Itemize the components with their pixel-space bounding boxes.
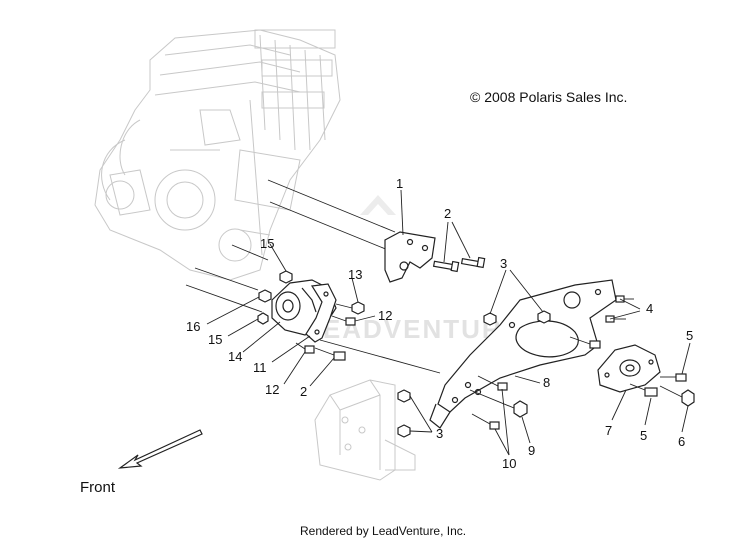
upper-bracket-part bbox=[384, 231, 436, 283]
callout-12-upper: 12 bbox=[378, 308, 392, 323]
callout-7: 7 bbox=[605, 423, 612, 438]
callout-2-lower: 2 bbox=[300, 384, 307, 399]
callout-1: 1 bbox=[396, 176, 403, 191]
callout-15-lower: 15 bbox=[208, 332, 222, 347]
bolt-2-lower bbox=[314, 347, 346, 361]
callout-2-upper: 2 bbox=[444, 206, 451, 221]
footer-text: Rendered by LeadVenture, Inc. bbox=[300, 524, 466, 538]
callout-6: 6 bbox=[678, 434, 685, 449]
callout-11: 11 bbox=[253, 360, 267, 375]
nuts-3-lower bbox=[397, 389, 411, 438]
bolt-6 bbox=[659, 385, 695, 407]
bolt-12-upper bbox=[331, 315, 356, 326]
callout-4: 4 bbox=[646, 301, 653, 316]
callout-9: 9 bbox=[528, 443, 535, 458]
nut-16 bbox=[258, 289, 272, 303]
copyright-text: © 2008 Polaris Sales Inc. bbox=[470, 89, 627, 105]
front-label: Front bbox=[80, 479, 116, 496]
bolts-10 bbox=[471, 375, 508, 430]
callout-3-upper: 3 bbox=[500, 256, 507, 271]
nut-15-lower bbox=[257, 312, 269, 325]
alignment-lines bbox=[185, 179, 441, 374]
bolt-5-lower bbox=[629, 383, 658, 397]
callout-13: 13 bbox=[348, 267, 362, 282]
rubber-mount-7 bbox=[597, 344, 661, 393]
support-bracket-ghost bbox=[314, 379, 416, 481]
bracket-11 bbox=[305, 283, 337, 343]
callout-8: 8 bbox=[543, 375, 550, 390]
front-arrow-icon bbox=[117, 429, 203, 469]
bolt-5-upper bbox=[660, 373, 687, 382]
leader-lines bbox=[206, 189, 691, 456]
callout-5-lower: 5 bbox=[640, 428, 647, 443]
bolt-9 bbox=[469, 389, 528, 418]
callout-12-lower: 12 bbox=[265, 382, 279, 397]
callout-15-upper: 15 bbox=[260, 236, 274, 251]
callout-3-lower: 3 bbox=[436, 426, 443, 441]
engine-ghost bbox=[94, 29, 341, 281]
bolt-13 bbox=[335, 301, 365, 315]
callout-16: 16 bbox=[186, 319, 200, 334]
callout-10: 10 bbox=[502, 456, 516, 471]
bolts-2-upper bbox=[432, 256, 486, 273]
bolt-12-lower bbox=[295, 342, 315, 354]
callout-5-upper: 5 bbox=[686, 328, 693, 343]
nut-15-upper bbox=[279, 270, 293, 284]
callout-14: 14 bbox=[228, 349, 242, 364]
